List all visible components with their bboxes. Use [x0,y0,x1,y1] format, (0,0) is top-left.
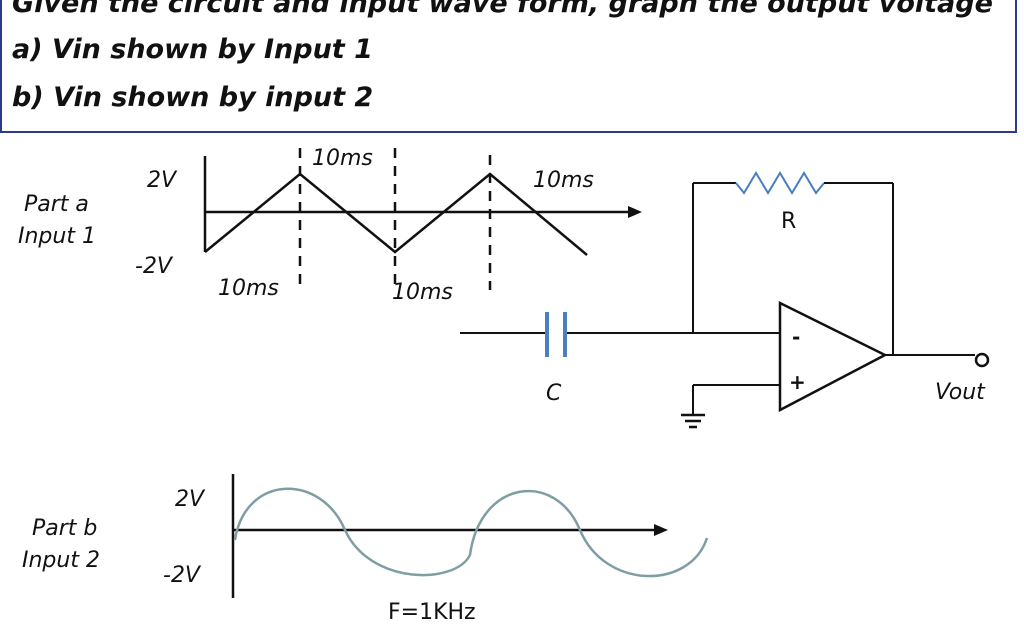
frequency-label: F=1KHz [388,600,476,625]
capacitor-label: C [546,381,562,406]
input2-top-level-label: 2V [175,487,205,512]
resistor [735,171,825,195]
op-amp-triangle [778,300,888,413]
part-b-label: Part b [32,516,98,541]
sine-wave-graph [231,474,709,598]
period-label-bottom-2: 10ms [392,280,453,305]
op-amp-minus-sign: - [792,325,801,349]
input1-bottom-level-label: -2V [135,254,172,279]
period-label-bottom-1: 10ms [218,276,279,301]
resistor-label: R [781,209,797,234]
sine-wave [233,487,709,578]
input-2-label: Input 2 [22,548,100,573]
input2-bottom-level-label: -2V [163,563,200,588]
op-amp-circuit [460,171,990,429]
op-amp-plus-sign: + [789,370,806,394]
period-label-top-1: 10ms [312,146,373,171]
input-1-label: Input 1 [18,224,96,249]
triangle-wave [204,172,588,256]
period-label-top-2: 10ms [533,168,594,193]
input1-x-axis-arrowhead [628,206,642,218]
question-title: Given the circuit and input wave form, g… [12,0,993,19]
part-a-label: Part a [24,192,89,217]
triangle-wave-graph [203,148,642,290]
question-part-b: b) Vin shown by input 2 [12,82,374,113]
question-header-box: Given the circuit and input wave form, g… [0,0,1017,133]
input2-x-axis-arrowhead [654,524,668,536]
output-terminal [974,352,990,368]
question-part-a: a) Vin shown by Input 1 [12,34,373,65]
input1-top-level-label: 2V [147,168,177,193]
vout-label: Vout [935,380,985,405]
